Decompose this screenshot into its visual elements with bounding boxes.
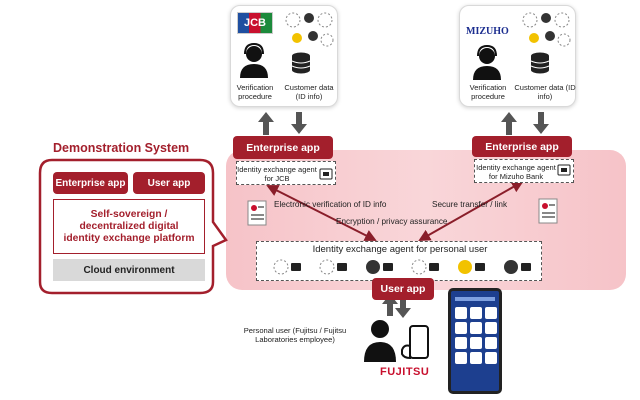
database-icon bbox=[530, 52, 550, 74]
user-wallet-icon bbox=[458, 260, 485, 274]
jcb-agent-label: Identity exchange agent for JCB bbox=[237, 165, 317, 183]
phone-screenshot bbox=[448, 288, 502, 394]
flow-arrows bbox=[266, 181, 524, 241]
demo-cloud: Cloud environment bbox=[53, 259, 205, 281]
fujitsu-logo: FUJITSU bbox=[380, 366, 430, 378]
jcb-agent-box: Identity exchange agent for JCB bbox=[236, 161, 336, 185]
flow-label-verification: Electronic verification of ID info bbox=[274, 200, 387, 209]
customers-icon bbox=[522, 12, 571, 47]
agent-key-icon bbox=[557, 164, 571, 176]
mizuho-verification-label: Verification procedure bbox=[469, 83, 507, 101]
mizuho-card: MIZUHO Verification procedure Customer d… bbox=[459, 5, 576, 107]
jcb-logo: JCB bbox=[237, 12, 273, 34]
personal-agent-label: Identity exchange agent for personal use… bbox=[312, 244, 488, 255]
flow-label-encryption: Encryption / privacy assurance bbox=[336, 217, 448, 226]
personal-agent-box: Identity exchange agent for personal use… bbox=[256, 241, 542, 281]
agent-key-icon bbox=[319, 168, 333, 180]
operator-icon bbox=[240, 42, 268, 78]
phone-screen bbox=[451, 291, 499, 391]
operator-icon bbox=[473, 44, 501, 80]
mizuho-agent-box: Identity exchange agent for Mizuho Bank bbox=[474, 159, 574, 183]
user-wallet-icon bbox=[319, 259, 347, 275]
demo-enterprise-app[interactable]: Enterprise app bbox=[53, 172, 128, 194]
mizuho-customer-data-label: Customer data (ID info) bbox=[514, 83, 576, 101]
phone-app-grid bbox=[455, 307, 497, 364]
flow-label-secure-transfer: Secure transfer / link bbox=[432, 200, 508, 209]
id-document-icon bbox=[247, 200, 267, 226]
jcb-enterprise-app[interactable]: Enterprise app bbox=[233, 136, 333, 159]
jcb-verification-label: Verification procedure bbox=[236, 83, 274, 101]
hand-phone-icon bbox=[401, 325, 429, 360]
user-wallet-icon bbox=[504, 260, 531, 274]
mizuho-data-arrows bbox=[501, 112, 549, 135]
user-app-button[interactable]: User app bbox=[372, 278, 434, 300]
demo-title: Demonstration System bbox=[53, 141, 190, 155]
user-wallet-icon bbox=[366, 260, 393, 274]
mizuho-logo: MIZUHO bbox=[466, 26, 509, 37]
person-icon bbox=[364, 320, 396, 362]
mizuho-agent-label: Identity exchange agent for Mizuho Bank bbox=[476, 163, 556, 181]
personal-user-label: Personal user (Fujitsu / Fujitsu Laborat… bbox=[243, 326, 347, 344]
jcb-data-arrows bbox=[258, 112, 307, 135]
phone-header-bar bbox=[455, 297, 495, 301]
mizuho-enterprise-app[interactable]: Enterprise app bbox=[472, 136, 572, 157]
database-icon bbox=[291, 52, 311, 74]
id-document-icon bbox=[538, 198, 558, 224]
jcb-customer-data-label: Customer data (ID info) bbox=[284, 83, 334, 101]
customers-icon bbox=[285, 12, 334, 47]
user-wallet-icon bbox=[411, 259, 439, 275]
demo-user-app[interactable]: User app bbox=[133, 172, 205, 194]
demo-platform: Self-sovereign / decentralized digital i… bbox=[53, 199, 205, 254]
jcb-card: JCB Verification procedure Customer data… bbox=[230, 5, 338, 107]
user-wallets-row bbox=[273, 259, 531, 275]
user-wallet-icon bbox=[273, 259, 301, 275]
